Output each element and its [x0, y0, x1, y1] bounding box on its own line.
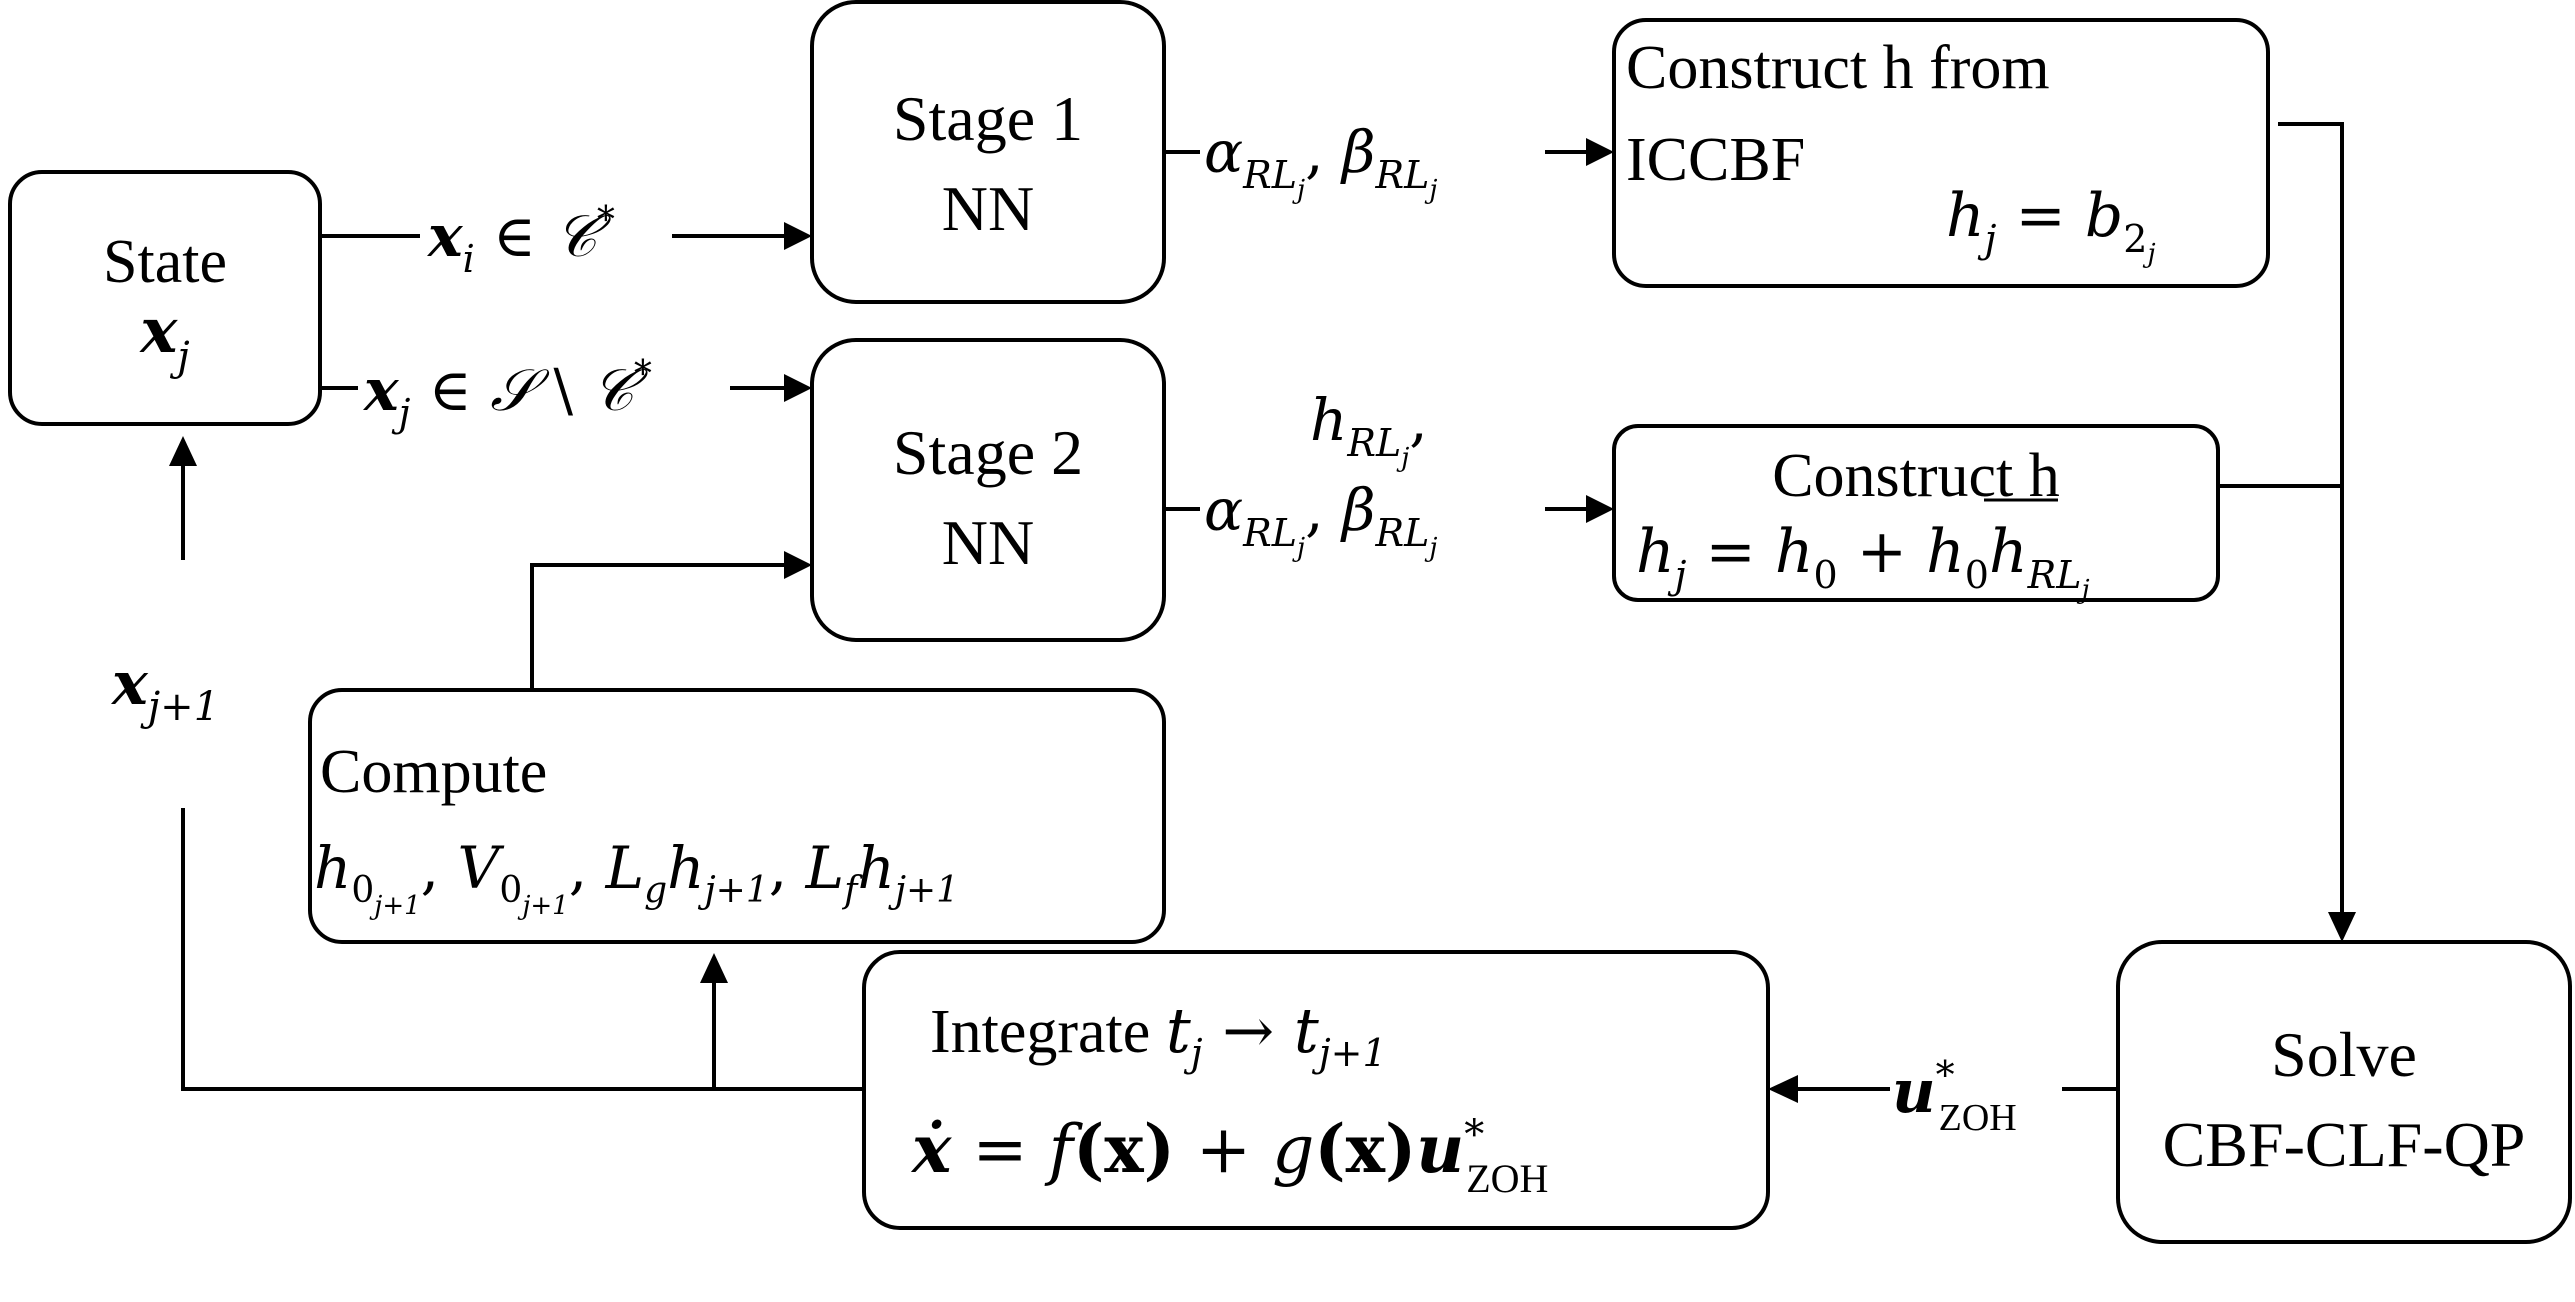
arrowhead-state	[169, 436, 197, 466]
construct1-box	[1612, 18, 2270, 288]
solve-node: Solve CBF-CLF-QP	[2163, 1019, 2526, 1180]
label-alpha-beta-stage2: αRLj, βRLj	[1204, 476, 1437, 563]
arrowhead-construct1	[1586, 138, 1614, 166]
arrowhead-solve	[2328, 912, 2356, 942]
edge-compute-to-stage2	[530, 563, 790, 690]
integrate-equation: ẋ = f(x) + g(x)u*ZOH	[910, 1110, 1548, 1201]
connectors	[169, 122, 2356, 1103]
edge-integrate-feedback	[181, 808, 864, 1091]
integrate-node: Integrate tj → tj+1 ẋ = f(x) + g(x)u*ZOH	[910, 994, 1548, 1201]
construct2-equation: hj = h0 + h0hRLj	[1636, 517, 2090, 605]
integrate-title: Integrate tj → tj+1	[930, 994, 1387, 1075]
stage2-box	[810, 338, 1166, 642]
construct-h-node: Construct h hj = h0 + h0hRLj	[1636, 442, 2090, 605]
edge-construct1-to-solve	[2278, 122, 2344, 912]
stage1-subtitle: NN	[942, 173, 1034, 244]
stage2-subtitle: NN	[942, 507, 1034, 578]
construct1-equation: hj = b2j	[1946, 181, 2156, 269]
stage2-node: Stage 2 NN	[893, 417, 1083, 578]
construct1-subtitle: ICCBF	[1626, 126, 1805, 194]
stage1-title: Stage 1	[893, 83, 1083, 154]
compute-title: Compute	[320, 738, 547, 806]
construct2-box	[1612, 424, 2220, 602]
label-alpha-beta-stage1: αRLj, βRLj	[1204, 118, 1437, 205]
arrowhead-stage2	[784, 374, 812, 402]
stage1-node: Stage 1 NN	[893, 83, 1083, 244]
label-x-in-c-star: xi ∈ 𝒞*	[426, 200, 615, 281]
label-u-zoh: u*ZOH	[1892, 1053, 2017, 1139]
solve-subtitle: CBF-CLF-QP	[2163, 1109, 2526, 1180]
construct1-title: Construct h from	[1626, 34, 2050, 102]
stage1-box	[810, 0, 1166, 304]
arrowhead-integrate	[1768, 1075, 1798, 1103]
solve-box	[2116, 940, 2572, 1244]
node-boxes	[8, 0, 2572, 1244]
construct-iccbf-node: Construct h from ICCBF hj = b2j	[1626, 34, 2156, 269]
label-x-in-s-minus-c-star: xj ∈ 𝒮 \ 𝒞*	[362, 354, 652, 435]
solve-title: Solve	[2271, 1019, 2417, 1090]
state-box	[8, 170, 322, 426]
label-x-next: xj+1	[110, 649, 219, 730]
compute-box	[308, 688, 1166, 944]
arrowhead-construct2	[1586, 495, 1614, 523]
stage2-title: Stage 2	[893, 417, 1083, 488]
arrowhead-stage2-lower	[784, 551, 812, 579]
label-h-rl: hRLj,	[1310, 386, 1428, 473]
state-title: State	[103, 228, 227, 296]
arrowhead-compute	[700, 953, 728, 983]
compute-node: Compute h0j+1, V0j+1, Lghj+1, Lfhj+1	[314, 738, 959, 921]
arrowhead-stage1	[784, 222, 812, 250]
compute-terms: h0j+1, V0j+1, Lghj+1, Lfhj+1	[314, 834, 959, 921]
integrate-box	[862, 950, 1770, 1230]
